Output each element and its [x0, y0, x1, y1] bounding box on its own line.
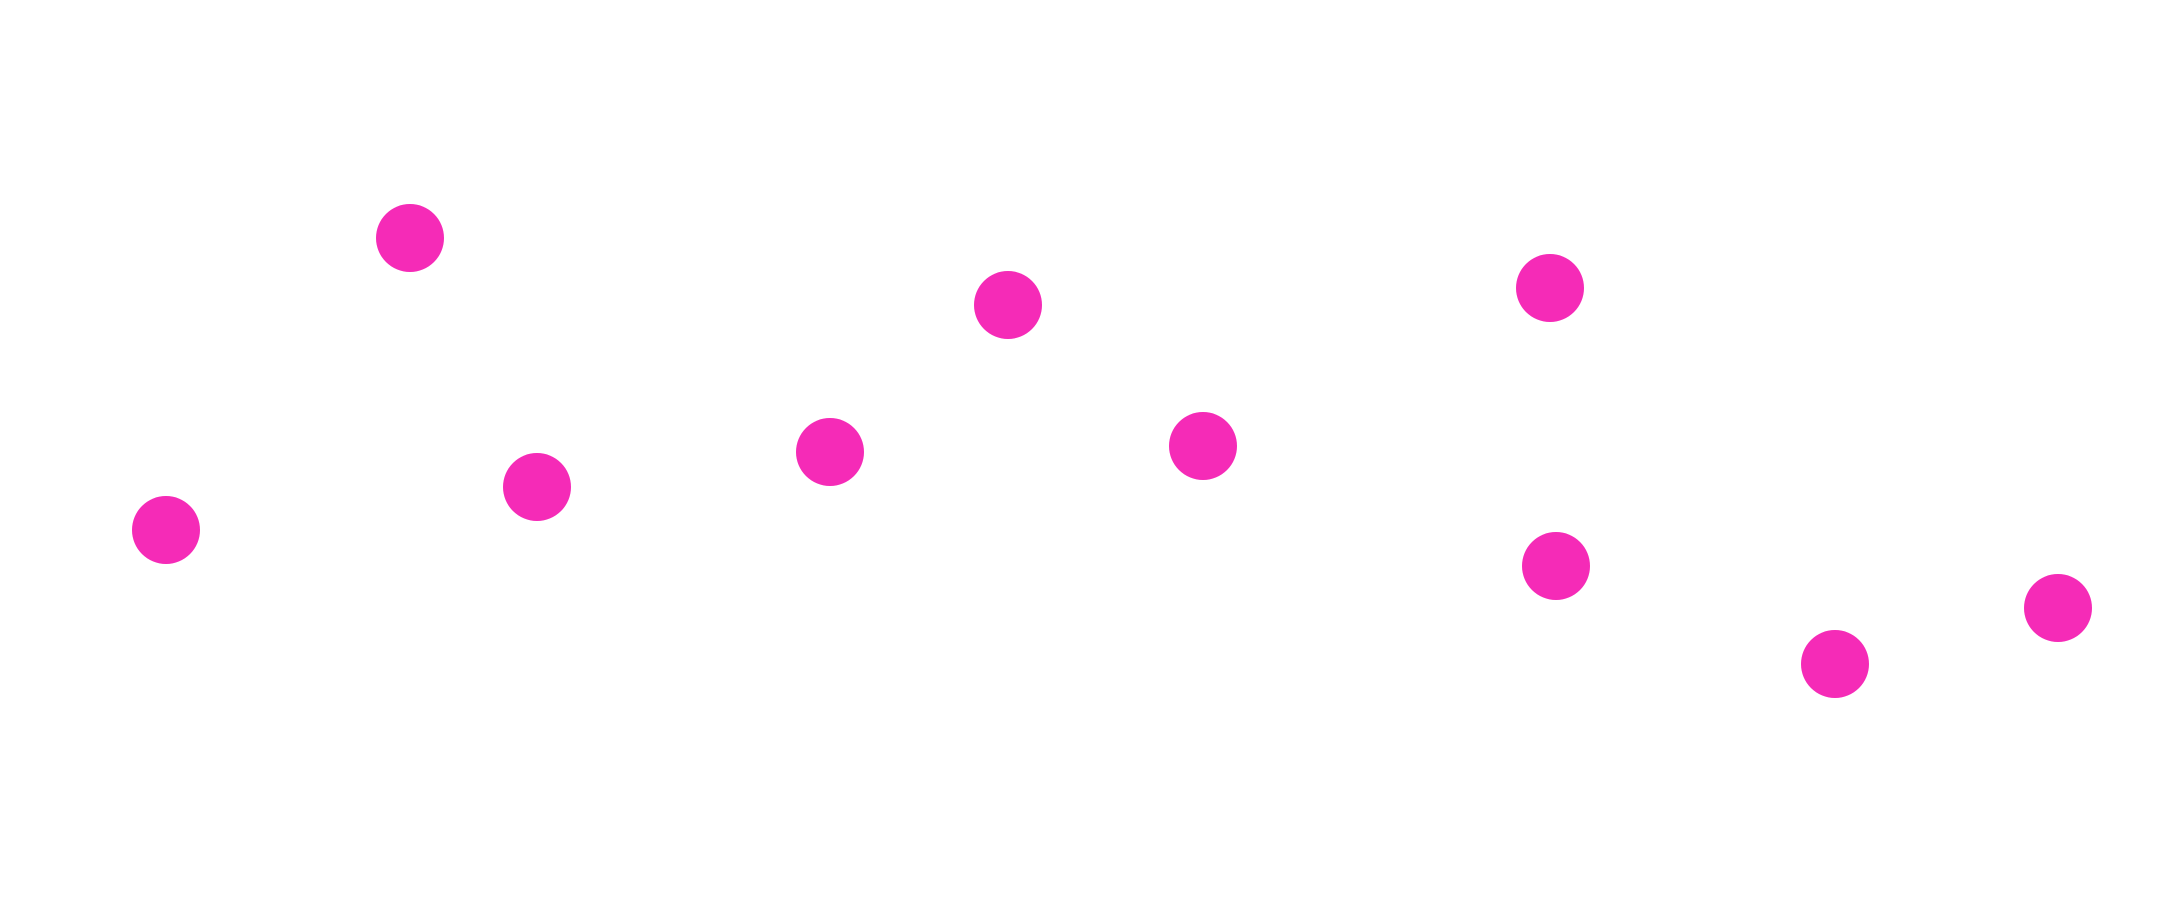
dot: [974, 271, 1042, 339]
dot: [376, 204, 444, 272]
dot: [1516, 254, 1584, 322]
dot: [503, 453, 571, 521]
dot: [1169, 412, 1237, 480]
dot: [132, 496, 200, 564]
dot: [1522, 532, 1590, 600]
dot: [2024, 574, 2092, 642]
dot: [1801, 630, 1869, 698]
dot: [796, 418, 864, 486]
